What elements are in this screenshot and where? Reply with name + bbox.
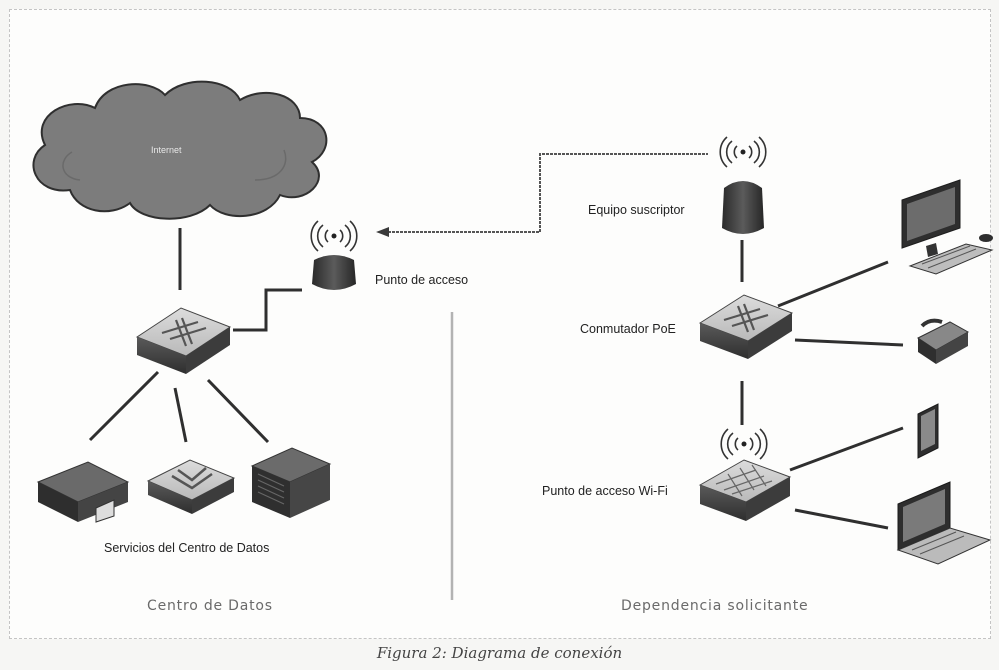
section-title-left: Centro de Datos bbox=[147, 598, 273, 614]
subscriber-device bbox=[719, 136, 767, 234]
server-box-device bbox=[36, 461, 130, 523]
dc-switch bbox=[135, 307, 232, 374]
router-device bbox=[146, 459, 236, 514]
connection-lines bbox=[88, 228, 904, 530]
ip-phone-device bbox=[917, 318, 970, 364]
wifi-ap-label: Punto de acceso Wi-Fi bbox=[542, 484, 668, 498]
tablet-device bbox=[917, 403, 939, 459]
desktop-computer-device bbox=[901, 179, 994, 275]
section-title-right: Dependencia solicitante bbox=[621, 598, 809, 614]
poe-switch-label: Conmutador PoE bbox=[580, 322, 676, 336]
figure-caption: Figura 2: Diagrama de conexión bbox=[376, 644, 623, 662]
poe-switch bbox=[698, 294, 794, 359]
laptop-device bbox=[896, 481, 992, 565]
internet-cloud bbox=[32, 80, 328, 220]
cloud-label: Internet bbox=[151, 145, 182, 155]
access-point-label: Punto de acceso bbox=[375, 273, 469, 287]
storage-server-device bbox=[250, 447, 332, 518]
access-point-device bbox=[310, 220, 358, 290]
arrow-head bbox=[376, 227, 389, 237]
wifi-ap-device bbox=[698, 428, 792, 521]
subscriber-label: Equipo suscriptor bbox=[588, 203, 685, 217]
dc-services-label: Servicios del Centro de Datos bbox=[104, 541, 270, 555]
wireless-link bbox=[384, 153, 708, 233]
